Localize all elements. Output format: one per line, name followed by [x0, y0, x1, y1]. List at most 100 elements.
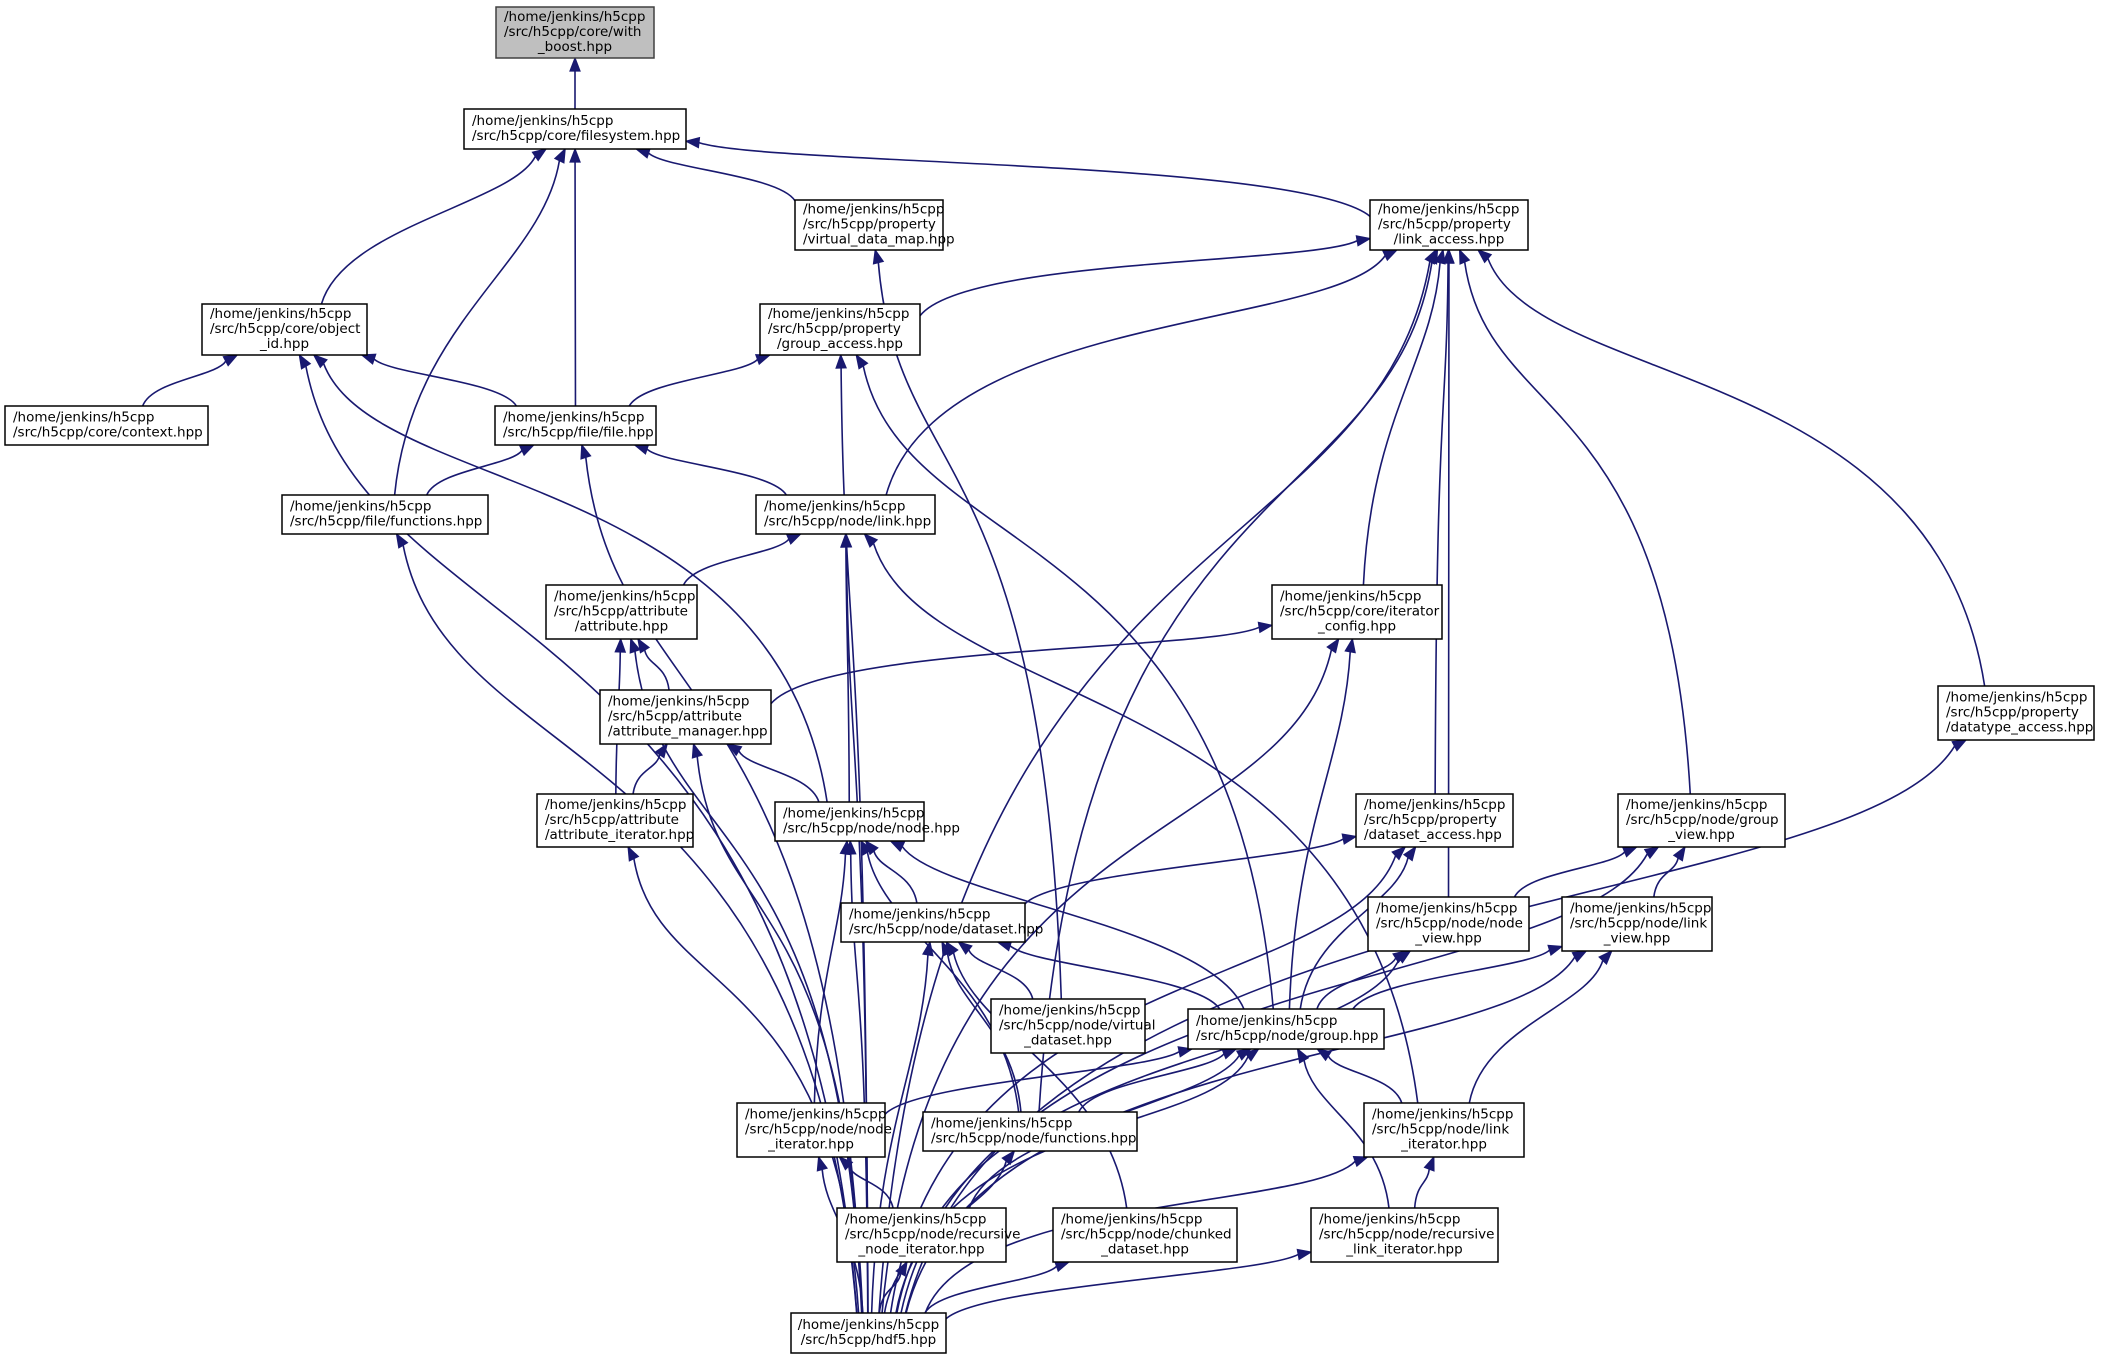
node-label-line: /home/jenkins/h5cpp — [764, 499, 905, 515]
node-label-line: /home/jenkins/h5cpp — [472, 113, 613, 129]
node-label-line: /home/jenkins/h5cpp — [608, 694, 749, 710]
node-file-functions[interactable]: /home/jenkins/h5cpp/src/h5cpp/file/funct… — [281, 494, 489, 535]
node-label-line: /virtual_data_map.hpp — [803, 232, 955, 248]
arrowhead-icon — [1395, 950, 1412, 964]
node-label-line: /home/jenkins/h5cpp — [210, 306, 351, 322]
node-label-line: _view.hpp — [1667, 827, 1735, 843]
arrowhead-icon — [1341, 833, 1358, 845]
edge-group-to-iterator_config — [1288, 651, 1352, 1010]
node-virtual-dataset[interactable]: /home/jenkins/h5cpp/src/h5cpp/node/virtu… — [990, 998, 1155, 1054]
edge-link_access-to-filesystem — [698, 141, 1371, 217]
edge-hdf5-to-group — [895, 1056, 1249, 1314]
node-datatype-access[interactable]: /home/jenkins/h5cpp/src/h5cpp/property/d… — [1937, 685, 2095, 741]
arrowhead-icon — [691, 742, 704, 759]
node-label-line: _node_iterator.hpp — [857, 1242, 984, 1258]
arrowhead-icon — [860, 839, 873, 856]
edge-object_id-to-filesystem — [320, 156, 537, 305]
edge-link_iterator-to-group — [1327, 1055, 1403, 1104]
node-attribute[interactable]: /home/jenkins/h5cpp/src/h5cpp/attribute/… — [545, 584, 698, 640]
node-file[interactable]: /home/jenkins/h5cpp/src/h5cpp/file/file.… — [494, 405, 657, 446]
arrowhead-icon — [395, 532, 409, 549]
node-label-line: /home/jenkins/h5cpp — [1196, 1013, 1337, 1029]
node-box — [840, 902, 1026, 943]
edge-group_access-to-link_access — [919, 240, 1358, 317]
node-box — [1369, 199, 1529, 251]
arrowhead-icon — [1951, 739, 1968, 752]
arrowhead-icon — [945, 940, 959, 957]
node-label-line: /src/h5cpp/node/functions.hpp — [931, 1131, 1136, 1147]
node-group[interactable]: /home/jenkins/h5cpp/src/h5cpp/node/group… — [1187, 1008, 1385, 1050]
node-hdf5[interactable]: /home/jenkins/h5cpp/src/h5cpp/hdf5.hpp — [790, 1312, 947, 1354]
node-label-line: /src/h5cpp/core/with — [504, 24, 642, 40]
edge-link_iterator-to-link_view — [1468, 960, 1604, 1104]
node-label-line: /src/h5cpp/property — [768, 321, 901, 337]
arrowhead-icon — [922, 940, 934, 957]
node-label-line: /link_access.hpp — [1394, 232, 1505, 248]
node-iterator-config[interactable]: /home/jenkins/h5cpp/src/h5cpp/core/itera… — [1271, 584, 1443, 640]
node-group-view[interactable]: /home/jenkins/h5cpp/src/h5cpp/node/group… — [1617, 793, 1786, 848]
node-dataset-access[interactable]: /home/jenkins/h5cpp/src/h5cpp/property/d… — [1355, 793, 1514, 848]
edge-hdf5-to-object_id — [305, 366, 858, 1314]
node-recursive-link-iterator[interactable]: /home/jenkins/h5cpp/src/h5cpp/node/recur… — [1310, 1207, 1499, 1263]
node-label-line: _iterator.hpp — [767, 1137, 854, 1153]
arrowhead-icon — [1391, 845, 1407, 861]
arrowhead-icon — [754, 354, 772, 366]
arrowhead-icon — [1458, 248, 1471, 265]
edge-chunked_dataset-to-dataset — [952, 952, 1128, 1209]
node-filesystem[interactable]: /home/jenkins/h5cpp/src/h5cpp/core/files… — [463, 108, 687, 150]
arrowhead-icon — [360, 353, 377, 365]
node-label-line: /src/h5cpp/node/group — [1626, 812, 1779, 828]
node-label-line: /home/jenkins/h5cpp — [1319, 1212, 1460, 1228]
node-node[interactable]: /home/jenkins/h5cpp/src/h5cpp/node/node.… — [774, 801, 960, 842]
node-box — [794, 199, 944, 251]
arrowhead-icon — [684, 136, 701, 149]
arrowhead-icon — [569, 56, 581, 72]
node-context[interactable]: /home/jenkins/h5cpp/src/h5cpp/core/conte… — [4, 405, 209, 446]
node-attribute-iterator[interactable]: /home/jenkins/h5cpp/src/h5cpp/attribute/… — [536, 793, 694, 848]
edge-node_iterator-to-group — [884, 1051, 1180, 1115]
node-box — [922, 1111, 1138, 1152]
node-recursive-node-iterator[interactable]: /home/jenkins/h5cpp/src/h5cpp/node/recur… — [836, 1207, 1020, 1263]
node-label-line: /group_access.hpp — [777, 336, 903, 352]
edge-virtual_data_map-to-filesystem — [648, 152, 796, 202]
edge-hdf5-to-iterator_config — [881, 649, 1333, 1314]
node-box — [1363, 1102, 1525, 1158]
node-attribute-manager[interactable]: /home/jenkins/h5cpp/src/h5cpp/attribute/… — [599, 689, 772, 745]
node-label-line: /src/h5cpp/core/iterator — [1280, 604, 1440, 620]
node-node-functions[interactable]: /home/jenkins/h5cpp/src/h5cpp/node/funct… — [922, 1111, 1138, 1152]
node-label-line: /src/h5cpp/attribute — [545, 812, 679, 828]
node-label-line: _id.hpp — [259, 336, 309, 352]
node-box — [1367, 896, 1530, 952]
node-link-iterator[interactable]: /home/jenkins/h5cpp/src/h5cpp/node/link_… — [1363, 1102, 1525, 1158]
node-node-view[interactable]: /home/jenkins/h5cpp/src/h5cpp/node/node_… — [1367, 896, 1530, 952]
node-link-view[interactable]: /home/jenkins/h5cpp/src/h5cpp/node/link_… — [1561, 896, 1713, 952]
node-label-line: /home/jenkins/h5cpp — [845, 1212, 986, 1228]
node-node-iterator[interactable]: /home/jenkins/h5cpp/src/h5cpp/node/node_… — [736, 1102, 892, 1158]
arrowhead-icon — [1547, 944, 1564, 956]
node-object-id[interactable]: /home/jenkins/h5cpp/src/h5cpp/core/objec… — [201, 303, 368, 356]
node-label-line: /home/jenkins/h5cpp — [13, 410, 154, 426]
arrowhead-icon — [1382, 249, 1399, 262]
edge-group-to-node — [901, 846, 1245, 1010]
node-box — [281, 494, 489, 535]
node-group-access[interactable]: /home/jenkins/h5cpp/src/h5cpp/property/g… — [759, 303, 921, 356]
node-label-line: /home/jenkins/h5cpp — [931, 1116, 1072, 1132]
node-dataset[interactable]: /home/jenkins/h5cpp/src/h5cpp/node/datas… — [840, 902, 1043, 943]
node-box — [1355, 793, 1514, 848]
edge-attribute_manager-to-iterator_config — [770, 626, 1260, 705]
arrowhead-icon — [1643, 846, 1660, 860]
node-label-line: /home/jenkins/h5cpp — [803, 202, 944, 218]
edge-file_functions-to-file — [426, 449, 523, 496]
node-label-line: _boost.hpp — [537, 39, 612, 55]
node-chunked-dataset[interactable]: /home/jenkins/h5cpp/src/h5cpp/node/chunk… — [1052, 1207, 1238, 1263]
node-box — [1052, 1207, 1238, 1263]
node-link[interactable]: /home/jenkins/h5cpp/src/h5cpp/node/link.… — [755, 494, 936, 535]
arrowhead-icon — [895, 1260, 908, 1277]
node-with-boost[interactable]: /home/jenkins/h5cpp/src/h5cpp/core/with_… — [495, 6, 655, 59]
node-link-access[interactable]: /home/jenkins/h5cpp/src/h5cpp/property/l… — [1369, 199, 1529, 251]
node-virtual-data-map[interactable]: /home/jenkins/h5cpp/src/h5cpp/property/v… — [794, 199, 955, 251]
node-label-line: /src/h5cpp/node/link — [1372, 1122, 1509, 1138]
arrowhead-icon — [785, 533, 803, 545]
edge-dataset-to-dataset_access — [1024, 838, 1344, 905]
